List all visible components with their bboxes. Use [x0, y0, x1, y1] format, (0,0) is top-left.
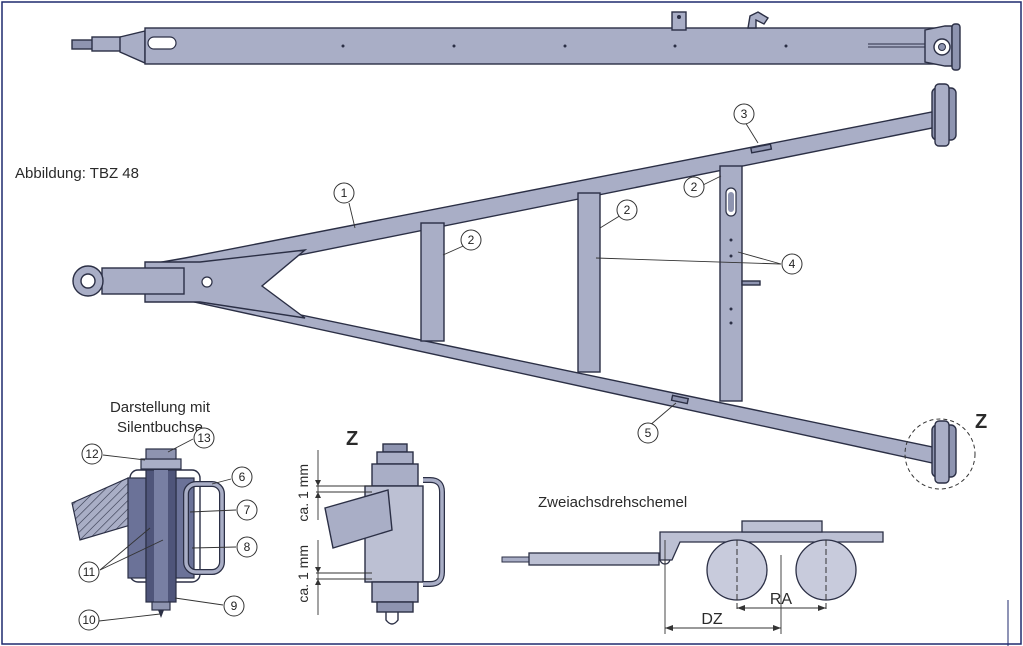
- svg-text:1: 1: [341, 186, 348, 200]
- callout-2a: [460, 229, 482, 251]
- callout-3: [733, 103, 755, 125]
- callout-2b: [616, 199, 638, 221]
- svg-text:3: 3: [741, 107, 748, 121]
- callout-9: [223, 595, 245, 617]
- drawbar-side-view: [71, 11, 961, 71]
- callout-6: [231, 466, 253, 488]
- detail-title-line2: Silentbuchse: [117, 419, 203, 436]
- svg-text:12: 12: [85, 447, 99, 461]
- detail-callouts: 12 13 6 7 8 9 10 11: [78, 427, 258, 631]
- svg-text:5: 5: [645, 426, 652, 440]
- view-z-main-label: Z: [975, 411, 987, 433]
- dim-top-label: ca. 1 mm: [295, 464, 311, 522]
- callout-1: [333, 182, 355, 204]
- callout-10: [78, 609, 100, 631]
- callout-2c: [683, 176, 705, 198]
- svg-text:8: 8: [244, 540, 251, 554]
- silentbushing-section: [71, 448, 225, 618]
- callout-5: [637, 422, 659, 444]
- detail-title-line1: Darstellung mit: [110, 399, 211, 416]
- z-detail-view: [315, 443, 445, 625]
- svg-text:11: 11: [83, 565, 96, 579]
- callout-4: [781, 253, 803, 275]
- svg-text:4: 4: [789, 257, 796, 271]
- turntable-title: Zweiachsdrehschemel: [538, 494, 687, 511]
- dim-ra-label: RA: [770, 591, 793, 608]
- drawbar-a-frame: [72, 83, 957, 484]
- svg-text:6: 6: [239, 470, 246, 484]
- figure-caption: Abbildung: TBZ 48: [15, 165, 139, 182]
- turntable-diagram: [501, 520, 884, 634]
- svg-text:2: 2: [691, 180, 698, 194]
- svg-text:7: 7: [244, 503, 251, 517]
- callout-13: [193, 427, 215, 449]
- detail-z-marker: [904, 418, 976, 490]
- svg-text:13: 13: [197, 431, 211, 445]
- dim-dz-label: DZ: [701, 611, 723, 628]
- callout-11: [78, 561, 100, 583]
- svg-text:10: 10: [82, 613, 96, 627]
- dim-bottom-label: ca. 1 mm: [295, 545, 311, 603]
- svg-text:2: 2: [624, 203, 631, 217]
- callout-12: [81, 443, 103, 465]
- callout-8: [236, 536, 258, 558]
- svg-text:2: 2: [468, 233, 475, 247]
- callout-7: [236, 499, 258, 521]
- view-z-detail-label: Z: [346, 428, 358, 450]
- main-callouts: 1 2 2 2 3 4 5: [333, 103, 803, 444]
- svg-text:9: 9: [231, 599, 238, 613]
